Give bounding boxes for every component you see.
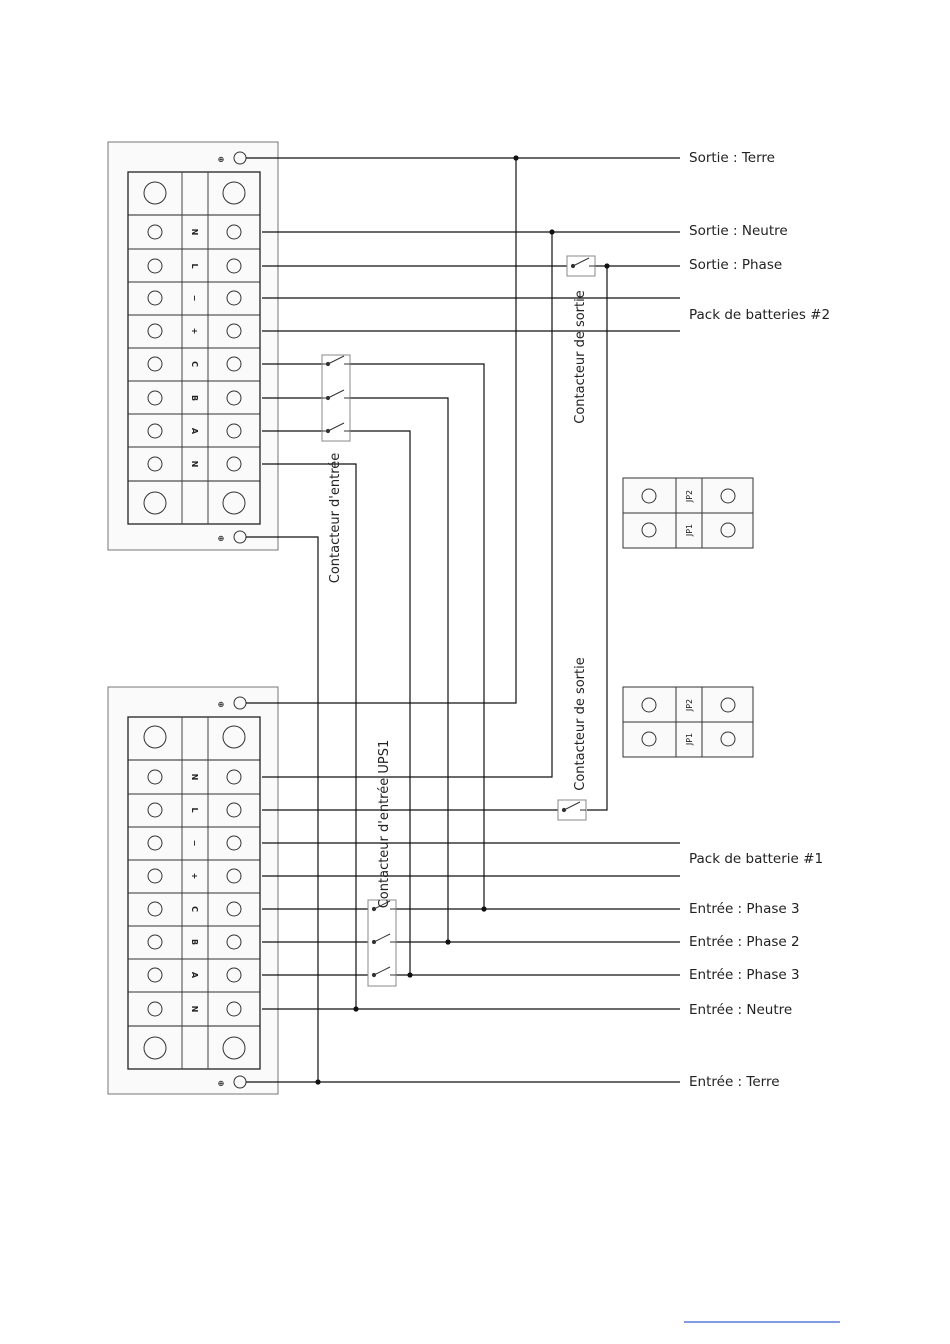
ups2-terminal-panel [107,141,279,551]
contactor-input-top [321,354,351,442]
jumper-bottom-jp1: JP1 [685,733,694,746]
label-contacteur-sortie-top: Contacteur de sortie [573,290,588,423]
connection-labels: Sortie : Terre Sortie : Neutre Sortie : … [689,150,830,1090]
ups1-ground-symbol-top: ⊕ [218,700,225,709]
ups1-ground-symbol-bottom: ⊕ [218,1079,225,1088]
ups1-terminal-labels: N L − + C B A N ⊕ ⊕ [190,700,224,1088]
label-pack-batterie-1: Pack de batterie #1 [689,851,823,867]
ups1-terminal-plus: + [190,873,199,880]
label-entree-phase3-top: Entrée : Phase 3 [689,901,800,917]
contactor-input-ups1 [367,899,397,987]
wiring [246,157,680,1083]
ups2-terminal-plus: + [190,328,199,335]
label-contacteur-sortie-bottom: Contacteur de sortie [573,657,588,790]
ups2-terminal-c: C [190,361,199,367]
label-sortie-phase: Sortie : Phase [689,257,782,273]
contactor-output-top [566,255,596,277]
jumper-top-jp2: JP2 [685,490,694,503]
label-sortie-neutre: Sortie : Neutre [689,223,788,239]
ups1-terminal-l: L [190,807,199,812]
ups2-terminal-b: B [190,395,199,401]
ups1-terminal-panel [107,686,279,1095]
ups2-terminal-n-in: N [190,461,199,468]
label-pack-batteries-2: Pack de batteries #2 [689,307,830,323]
ups1-terminal-n-in: N [190,1006,199,1013]
ups1-terminal-a: A [190,972,199,979]
ups1-terminal-c: C [190,906,199,912]
label-contacteur-entree: Contacteur d'entrée [328,453,343,584]
ups2-terminal-n-out: N [190,229,199,236]
jumper-block-bottom [622,686,754,758]
jumper-block-top [622,477,754,549]
jumper-labels: JP2 JP1 JP2 JP1 [685,490,694,746]
junction-dots [315,155,610,1085]
label-entree-phase2: Entrée : Phase 2 [689,934,800,950]
contactor-output-bottom [557,799,587,821]
ups1-terminal-b: B [190,939,199,945]
jumper-top-jp1: JP1 [685,524,694,537]
ups2-ground-symbol-bottom: ⊕ [218,534,225,543]
label-entree-phase3-bottom: Entrée : Phase 3 [689,967,800,983]
ups1-terminal-n-out: N [190,774,199,781]
ups2-terminal-minus: − [190,295,199,302]
label-entree-neutre: Entrée : Neutre [689,1002,792,1018]
ups2-terminal-l: L [190,263,199,268]
label-sortie-terre: Sortie : Terre [689,150,775,166]
ups1-terminal-minus: − [190,840,199,847]
label-contacteur-entree-ups1: Contacteur d'entrée UPS1 [377,740,392,909]
ups2-terminal-a: A [190,428,199,435]
ups2-ground-symbol-top: ⊕ [218,155,225,164]
ups2-terminal-labels: N L − + C B A N ⊕ ⊕ [190,155,224,543]
jumper-bottom-jp2: JP2 [685,699,694,712]
label-entree-terre: Entrée : Terre [689,1074,780,1090]
